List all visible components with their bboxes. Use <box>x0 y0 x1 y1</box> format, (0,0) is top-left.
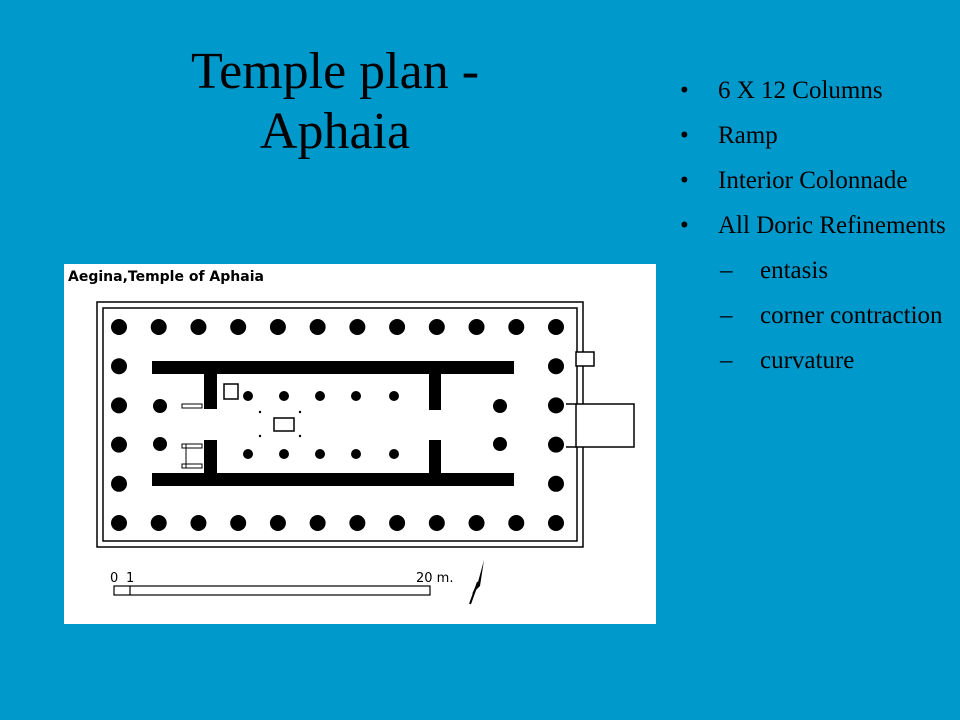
bullet-item: Interior Colonnade <box>680 162 950 199</box>
peristyle-column <box>230 515 247 531</box>
peristyle-column <box>349 515 366 531</box>
interior-column <box>389 449 399 459</box>
peristyle-column <box>111 358 127 375</box>
peristyle-column <box>548 515 564 531</box>
temple-plan-figure: Aegina,Temple of Aphaia 0 1 <box>64 264 656 624</box>
peristyle-column <box>548 319 564 335</box>
temple-plan-drawing: Aegina,Temple of Aphaia 0 1 <box>68 269 635 605</box>
peristyle-column <box>111 319 127 335</box>
peristyle-column <box>269 515 286 531</box>
peristyle-column <box>111 397 127 414</box>
subbullet-text: entasis <box>760 257 829 284</box>
peristyle-column <box>309 319 326 335</box>
peristyle-column <box>428 515 445 531</box>
subbullet-dash: – <box>720 302 733 329</box>
peristyle-column <box>389 515 406 531</box>
peristyle-column <box>468 319 485 335</box>
bullet-list: 6 X 12 Columns Ramp Interior Colonnade A… <box>680 72 950 387</box>
bullet-text: All Doric Refinements <box>718 212 946 239</box>
bullet-text: Ramp <box>718 122 778 149</box>
subbullet-text: curvature <box>760 347 855 374</box>
peristyle-column <box>111 515 127 531</box>
peristyle-column <box>309 515 326 531</box>
north-arrow-icon <box>469 560 484 605</box>
subbullet-dash: – <box>720 347 733 374</box>
peristyle-column <box>111 436 127 453</box>
subbullet-item: –entasis <box>680 252 950 289</box>
subbullet-text: corner contraction <box>760 302 943 329</box>
stylobate-inner <box>102 307 578 542</box>
peristyle-column <box>548 397 564 414</box>
slide-title: Temple plan - Aphaia <box>190 43 480 160</box>
subbullet-item: –corner contraction <box>680 297 950 334</box>
bullet-text: Interior Colonnade <box>718 167 908 194</box>
peristyle-column <box>428 319 445 335</box>
interior-column <box>351 391 361 401</box>
marker-dot <box>298 434 302 438</box>
peristyle-column <box>150 319 167 335</box>
peristyle-column <box>269 319 286 335</box>
subbullet-item: –curvature <box>680 342 950 379</box>
scale-label-20m: 20 m. <box>416 571 453 586</box>
scale-label-0: 0 <box>110 571 118 586</box>
altar-block <box>575 351 595 367</box>
interior-column <box>243 449 253 459</box>
interior-column <box>279 449 289 459</box>
interior-column <box>243 391 253 401</box>
ramp <box>575 403 635 448</box>
cult-statue-base <box>273 417 295 432</box>
peristyle-column <box>548 358 564 375</box>
interior-column <box>315 449 325 459</box>
marker-dot <box>258 434 262 438</box>
marker-dot <box>298 410 302 414</box>
peristyle-column <box>150 515 167 531</box>
bullet-item: All Doric Refinements <box>680 207 950 244</box>
stylobate-outer <box>96 301 584 548</box>
marker-dot <box>258 410 262 414</box>
porch-column <box>153 399 167 413</box>
bullet-text: 6 X 12 Columns <box>718 77 883 104</box>
interior-column <box>279 391 289 401</box>
peristyle-column <box>508 319 525 335</box>
scale-bar: 0 1 20 m. <box>110 571 453 596</box>
peristyle-column <box>389 319 406 335</box>
porch-column <box>493 437 507 451</box>
peristyle-column <box>508 515 525 531</box>
peristyle-column <box>468 515 485 531</box>
peristyle-column <box>230 319 247 335</box>
peristyle-column <box>548 436 564 453</box>
interior-column <box>389 391 399 401</box>
porch-column <box>493 399 507 413</box>
plan-caption: Aegina,Temple of Aphaia <box>68 269 264 285</box>
interior-column <box>351 449 361 459</box>
scale-label-1: 1 <box>126 571 134 586</box>
peristyle-column <box>190 515 207 531</box>
cella-walls <box>152 361 514 486</box>
peristyle-column <box>111 475 127 492</box>
bullet-item: 6 X 12 Columns <box>680 72 950 109</box>
peristyle-column <box>548 475 564 492</box>
peristyle-column <box>349 319 366 335</box>
peristyle-column <box>190 319 207 335</box>
bullet-item: Ramp <box>680 117 950 154</box>
subbullet-dash: – <box>720 257 733 284</box>
colonnade <box>111 319 564 531</box>
porch-column <box>153 437 167 451</box>
interior-column <box>315 391 325 401</box>
